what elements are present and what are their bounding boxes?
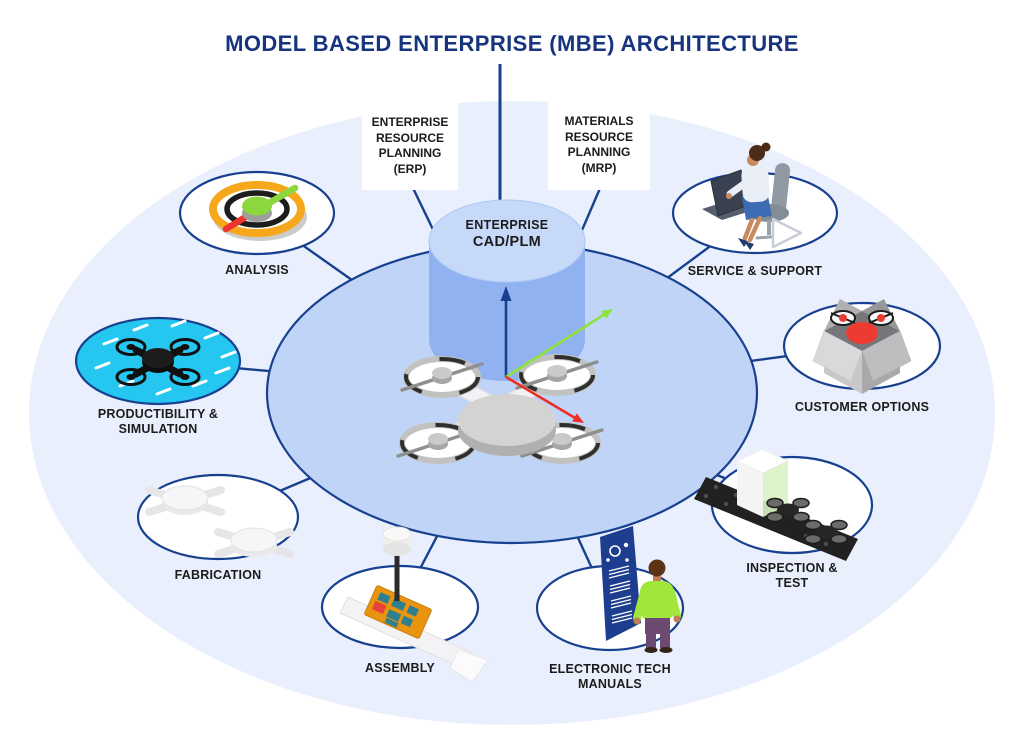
erp-box: ENTERPRISE RESOURCE PLANNING (ERP) — [362, 102, 458, 190]
cylinder-top — [428, 199, 586, 283]
axis-arrow-green-head — [601, 309, 613, 319]
agent-person — [726, 142, 772, 250]
axis-arrow-red — [505, 375, 577, 420]
office-chair — [771, 163, 791, 216]
technician-person — [633, 559, 681, 653]
node-analysis — [178, 170, 336, 256]
node-electronic-tech-manuals — [535, 526, 685, 653]
mrp-line: RESOURCE — [564, 129, 633, 144]
node-productibility-simulation — [74, 316, 242, 406]
simulation-drone-icon — [115, 338, 201, 386]
axis-arrow-red-head — [572, 413, 584, 423]
node-inspection-test — [694, 448, 874, 561]
manual-panel-person-icon — [600, 526, 681, 653]
label-analysis: ANALYSIS — [225, 263, 289, 277]
drone-body-top — [458, 394, 556, 446]
mrp-line: MATERIALS — [564, 114, 634, 128]
wind-streaks — [94, 319, 237, 396]
pick-and-place-icon — [339, 526, 489, 683]
mrp-acronym: (MRP) — [581, 160, 617, 175]
label-fabrication: FABRICATION — [174, 568, 262, 582]
node-assembly — [320, 526, 489, 683]
label-service-support: SERVICE & SUPPORT — [687, 264, 823, 278]
inspected-drone-icon — [766, 497, 810, 523]
drone-frame-parts-icon — [145, 485, 294, 558]
label-customer-options: CUSTOMER OPTIONS — [794, 400, 930, 414]
mrp-line: PLANNING — [567, 145, 631, 159]
erp-acronym: (ERP) — [393, 161, 427, 176]
drone-rotors — [396, 354, 604, 464]
label-assembly: ASSEMBLY — [365, 661, 435, 675]
central-drone-graphic — [396, 354, 604, 464]
circuit-board — [364, 585, 432, 639]
node-fabrication — [136, 473, 300, 561]
hub-label-line2: CAD/PLM — [472, 234, 542, 250]
mrp-box: MATERIALS RESOURCE PLANNING (MRP) — [548, 100, 650, 190]
gauge-icon — [209, 181, 307, 241]
support-agent-icon — [702, 142, 803, 250]
open-box-drone-icon — [812, 299, 912, 394]
manual-text-lines — [608, 565, 633, 624]
erp-line: PLANNING — [378, 146, 442, 160]
erp-line: RESOURCE — [375, 130, 444, 145]
label-electronic-tech-manuals: ELECTRONIC TECH MANUALS — [549, 662, 671, 691]
page-title: MODEL BASED ENTERPRISE (MBE) ARCHITECTUR… — [225, 31, 799, 56]
hub-label: ENTERPRISE CAD/PLM — [466, 217, 549, 251]
conveyor-scanner-icon — [694, 448, 858, 561]
erp-line: ENTERPRISE — [371, 115, 449, 129]
axis-arrow-green — [505, 312, 606, 379]
boxed-drone — [830, 310, 894, 344]
node-customer-options — [782, 299, 942, 394]
inspected-drone-icon — [804, 519, 848, 545]
node-service-support — [671, 142, 839, 255]
axis-arrow-up-head — [500, 286, 512, 301]
play-icon — [771, 217, 803, 249]
hub-label-line1: ENTERPRISE — [465, 218, 549, 232]
rotor-icon — [400, 356, 484, 398]
rotor-icon — [515, 354, 599, 396]
label-inspection-test: INSPECTION & TEST — [746, 561, 838, 590]
label-productibility-simulation: PRODUCTIBILITY & SIMULATION — [97, 407, 219, 436]
axis-arrows — [500, 286, 613, 423]
